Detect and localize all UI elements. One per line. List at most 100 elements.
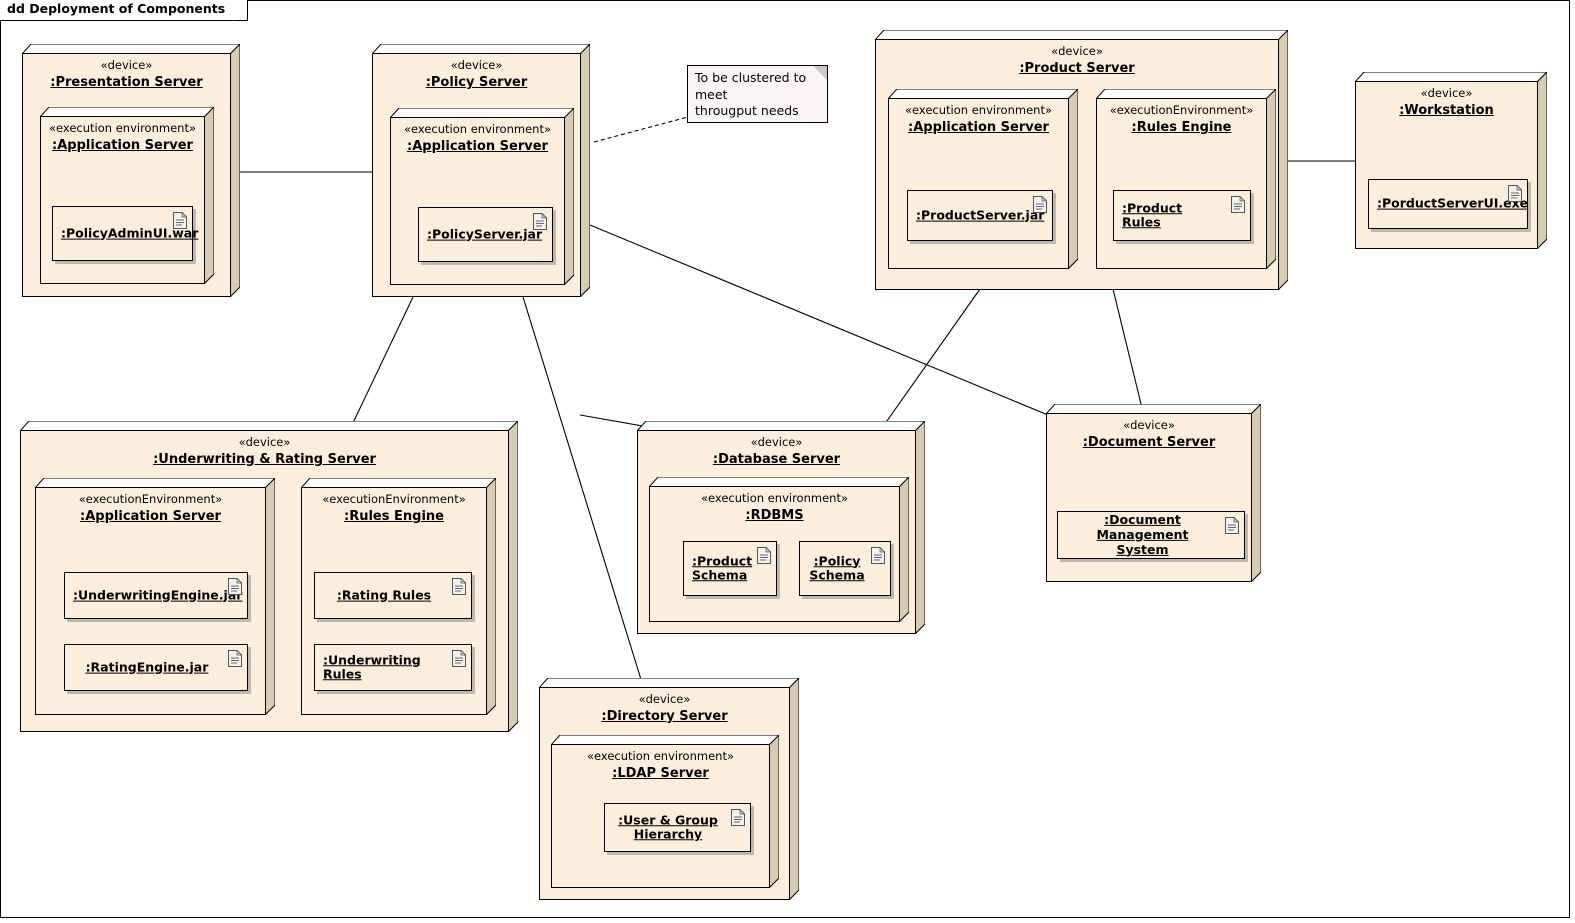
artifact-rating-rules[interactable]: :Rating Rules (314, 572, 472, 619)
node-workstation[interactable]: «device» :Workstation :PorductServerUI.e… (1355, 72, 1547, 249)
node-side-bevel (580, 44, 590, 297)
node-underwriting-rules-engine[interactable]: «executionEnvironment» :Rules Engine :Ra… (301, 478, 496, 715)
artifact-ratingengine-jar[interactable]: :RatingEngine.jar (64, 644, 248, 691)
node-header: «device» :Policy Server (372, 53, 581, 90)
node-header: «executionEnvironment» :Rules Engine (1096, 98, 1267, 135)
node-stereotype: «execution environment» (586, 749, 734, 763)
artifact-product-rules[interactable]: :Product Rules (1113, 190, 1251, 241)
node-policy-server[interactable]: «device» :Policy Server «execution envir… (372, 44, 590, 297)
artifact-label: :ProductServer.jar (916, 207, 1045, 223)
node-side-bevel (1251, 404, 1261, 582)
node-name: :LDAP Server (612, 765, 709, 781)
node-header: «device» :Document Server (1046, 413, 1252, 450)
artifact-label: :UnderwritingEngine.jar (73, 587, 243, 603)
node-underwriting-application-server[interactable]: «executionEnvironment» :Application Serv… (35, 478, 275, 715)
node-stereotype: «executionEnvironment» (322, 492, 466, 506)
artifact-document-icon (731, 809, 745, 826)
artifact-label: :Policy Schema (806, 553, 868, 584)
node-product-rules-engine[interactable]: «executionEnvironment» :Rules Engine :Pr… (1096, 89, 1276, 269)
node-name: :Policy Server (425, 74, 528, 90)
artifact-label-line-1: :Document Management (1096, 511, 1189, 542)
artifact-porductserverui-exe[interactable]: :PorductServerUI.exe (1368, 179, 1528, 229)
artifact-label: :PolicyAdminUI.war (61, 225, 199, 241)
artifact-policy-schema[interactable]: :Policy Schema (799, 541, 891, 596)
artifact-document-icon (228, 650, 242, 667)
artifact-underwritingengine-jar[interactable]: :UnderwritingEngine.jar (64, 572, 248, 619)
node-side-bevel (230, 44, 240, 297)
node-side-bevel (204, 107, 214, 284)
node-underwriting-rating-server[interactable]: «device» :Underwriting & Rating Server «… (20, 421, 518, 732)
node-directory-server[interactable]: «device» :Directory Server «execution en… (539, 678, 799, 900)
node-name: :Application Server (52, 137, 193, 153)
node-header: «device» :Underwriting & Rating Server (20, 430, 509, 467)
node-stereotype: «device» (1051, 44, 1103, 58)
node-stereotype: «executionEnvironment» (1109, 103, 1254, 117)
node-top-bevel (20, 421, 518, 431)
artifact-label-line-2: Hierarchy (633, 826, 703, 842)
node-top-bevel (35, 478, 275, 488)
node-policy-application-server[interactable]: «execution environment» :Application Ser… (390, 108, 574, 285)
node-name: :Directory Server (601, 708, 728, 724)
node-name: :Presentation Server (50, 74, 203, 90)
artifact-document-management-system[interactable]: :Document Management System (1057, 511, 1245, 559)
node-directory-ldap-server[interactable]: «execution environment» :LDAP Server :Us… (551, 735, 779, 888)
artifact-label-line-2: System (1116, 541, 1169, 557)
node-database-rdbms[interactable]: «execution environment» :RDBMS :Product … (649, 477, 909, 622)
node-stereotype: «execution environment» (700, 491, 848, 505)
node-product-application-server[interactable]: «execution environment» :Application Ser… (888, 89, 1078, 269)
node-name: :Underwriting & Rating Server (153, 451, 376, 467)
artifact-label-line-2: Schema (809, 567, 865, 583)
artifact-label-line-1: :Product (692, 552, 753, 568)
node-side-bevel (899, 477, 909, 622)
artifact-user-group-hierarchy[interactable]: :User & Group Hierarchy (604, 803, 751, 852)
artifact-label: :Document Management System (1063, 511, 1222, 557)
artifact-productserver-jar[interactable]: :ProductServer.jar (907, 190, 1053, 241)
node-stereotype: «device» (1123, 418, 1175, 432)
node-stereotype: «device» (238, 435, 291, 449)
node-document-server[interactable]: «device» :Document Server :Document Mana… (1046, 404, 1261, 582)
artifact-label: :RatingEngine.jar (85, 659, 209, 675)
node-header: «executionEnvironment» :Application Serv… (35, 487, 266, 524)
note-clustering[interactable]: To be clustered to meet througput needs (687, 65, 828, 123)
node-name: :Workstation (1399, 102, 1494, 118)
artifact-policyadminui-war[interactable]: :PolicyAdminUI.war (52, 206, 199, 261)
node-stereotype: «device» (750, 435, 803, 449)
artifact-document-icon (452, 650, 466, 667)
node-product-server[interactable]: «device» :Product Server «execution envi… (875, 30, 1288, 290)
node-top-bevel (539, 678, 799, 688)
artifact-label: :PolicyServer.jar (427, 226, 543, 242)
node-name: :Product Server (1019, 60, 1135, 76)
node-side-bevel (1537, 72, 1547, 249)
node-presentation-server[interactable]: «device» :Presentation Server «execution… (22, 44, 240, 297)
node-top-bevel (1046, 404, 1261, 414)
node-header: «device» :Presentation Server (22, 53, 231, 90)
artifact-document-icon (533, 213, 547, 230)
node-top-bevel (875, 30, 1288, 40)
node-side-bevel (265, 478, 275, 715)
artifact-document-icon (1508, 185, 1522, 202)
artifact-document-icon (173, 212, 187, 229)
node-side-bevel (1266, 89, 1276, 269)
node-name: :Document Server (1082, 434, 1216, 450)
node-stereotype: «device» (100, 58, 153, 72)
node-stereotype: «execution environment» (904, 103, 1052, 117)
artifact-label-line-2: Schema (692, 567, 748, 583)
node-stereotype: «device» (1420, 86, 1473, 100)
node-top-bevel (649, 477, 909, 487)
artifact-document-icon (1033, 196, 1047, 213)
node-name: :Rules Engine (1131, 119, 1232, 135)
artifact-policyserver-jar[interactable]: :PolicyServer.jar (418, 207, 553, 262)
node-presentation-application-server[interactable]: «execution environment» :Application Ser… (40, 107, 214, 284)
node-side-bevel (789, 678, 799, 900)
note-text: To be clustered to meet througput needs (695, 70, 823, 120)
artifact-document-icon (1225, 517, 1239, 534)
node-side-bevel (564, 108, 574, 285)
node-database-server[interactable]: «device» :Database Server «execution env… (637, 421, 925, 634)
node-stereotype: «device» (638, 692, 691, 706)
node-header: «device» :Database Server (637, 430, 916, 467)
node-header: «device» :Directory Server (539, 687, 790, 724)
artifact-product-schema[interactable]: :Product Schema (683, 541, 777, 596)
artifact-underwriting-rules[interactable]: :Underwriting Rules (314, 644, 472, 691)
